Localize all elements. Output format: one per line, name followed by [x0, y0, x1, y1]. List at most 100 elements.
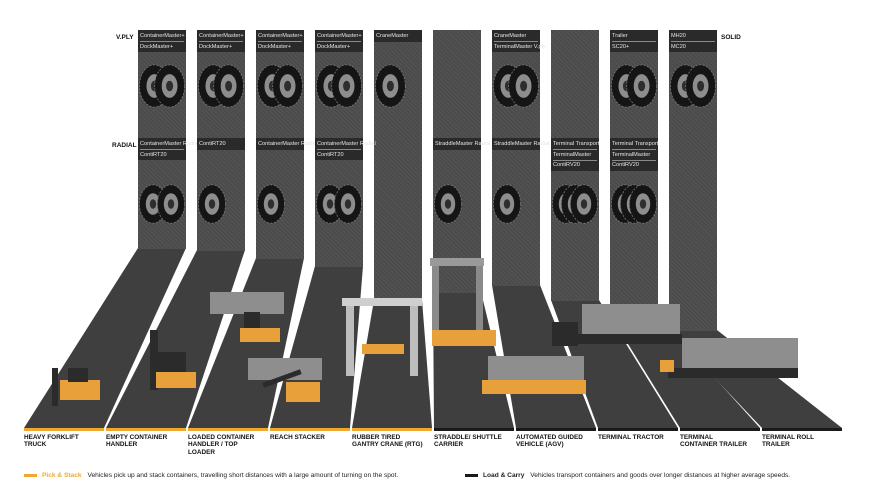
tire-label-bg [551, 138, 599, 171]
label-separator [671, 41, 715, 43]
rtg-spreader [362, 344, 404, 354]
tire-product-name: CraneMaster [376, 33, 409, 39]
row-label-vply: V.PLY [116, 34, 134, 41]
tire-label-bg [197, 138, 245, 150]
label-separator [612, 41, 656, 43]
sc-top [430, 258, 484, 266]
trailer-container [682, 338, 798, 370]
tire-label-radial-col-7: StraddleMaster Radial [494, 141, 550, 148]
tire-product-name: ContainerMaster Radial [258, 141, 317, 147]
vply-tire-icon [375, 64, 406, 108]
vehicle-label-1: HEAVY FORKLIFT TRUCK [24, 434, 79, 449]
tire-label-vply-col-3: ContainerMaster+ DockMaster+ [258, 33, 303, 50]
vply-tire-icon [670, 64, 716, 108]
legend-load-text: Vehicles transport containers and goods … [530, 472, 791, 479]
tire-product-name: TerminalMaster V.ply [494, 43, 546, 50]
tire-label-vply-col-4: ContainerMaster+ DockMaster+ [317, 33, 362, 50]
tire-product-name: ContainerMaster+ [258, 33, 303, 39]
sc-leg-left [432, 266, 439, 334]
row-label-radial: RADIAL [112, 142, 137, 149]
label-separator [317, 149, 361, 151]
radial-tire-icon [493, 184, 521, 224]
label-separator [612, 149, 656, 151]
tire-label-radial-col-2: ContiRT20 [199, 141, 243, 148]
vply-tire-icon [257, 64, 303, 108]
label-separator [553, 159, 597, 161]
tire-product-name: ContainerMaster+ [140, 33, 185, 39]
vehicle-label-8: TERMINAL TRACTOR [598, 434, 664, 441]
tire-product-name: SC20+ [612, 43, 630, 50]
legend-load-swatch [465, 473, 478, 477]
ech-body [156, 372, 196, 388]
label-separator [317, 41, 361, 43]
label-separator [140, 149, 184, 151]
lch-container [210, 292, 284, 314]
tire-label-bg [492, 138, 540, 150]
radial-tire-icon [552, 184, 598, 224]
category-bar-7 [516, 428, 596, 431]
tire-product-name: MC20 [671, 43, 686, 50]
vehicle-label-2: EMPTY CONTAINER HANDLER [106, 434, 168, 449]
tire-product-name: ContiRT20 [140, 151, 167, 158]
tire-product-name: CraneMaster [494, 33, 527, 39]
tire-label-bg [374, 30, 422, 42]
tractor-container [582, 304, 680, 334]
vehicle-label-10: TERMINAL ROLL TRAILER [762, 434, 814, 449]
radial-tire-icon [257, 184, 285, 224]
agv-body [482, 380, 586, 394]
agv-container [488, 356, 584, 380]
legend-pick-swatch [24, 473, 37, 477]
label-separator [553, 149, 597, 151]
radial-tire-icon [316, 184, 362, 224]
tire-product-name: Terminal Transport [612, 141, 659, 147]
forklift-body [60, 380, 100, 400]
lane-5 [352, 300, 432, 428]
tire-product-name: ContainerMaster+ [199, 33, 244, 39]
trailer-chassis [668, 368, 798, 378]
tire-product-name: StraddleMaster Radial [435, 141, 491, 147]
vply-tire-icon [493, 64, 539, 108]
vply-tire-icon [139, 64, 185, 108]
category-bar-5 [352, 428, 432, 431]
radial-tire-icon [198, 184, 226, 224]
category-bar-2 [106, 428, 186, 431]
tire-product-name: ContainerMaster Radial [317, 141, 376, 147]
tire-product-name: TerminalMaster [553, 151, 592, 158]
rs-body [286, 382, 320, 402]
tire-label-radial-col-6: StraddleMaster Radial [435, 141, 491, 148]
tire-product-name: DockMaster+ [258, 43, 292, 50]
tire-label-radial-col-3: ContainerMaster Radial [258, 141, 317, 148]
rtg-top-beam [342, 298, 422, 306]
tire-product-name: ContiRV20 [612, 162, 639, 169]
lch-body [240, 328, 280, 342]
tire-label-bg [256, 138, 304, 150]
vply-tire-icon [198, 64, 244, 108]
tire-product-name: ContiRV20 [553, 162, 580, 169]
radial-tire-icon [434, 184, 462, 224]
tire-product-name: DockMaster+ [317, 43, 351, 50]
tire-product-name: StraddleMaster Radial [494, 141, 550, 147]
label-separator [199, 41, 243, 43]
sc-leg-right [476, 266, 483, 334]
rtg-right-leg [410, 306, 418, 376]
tire-product-name: MH20 [671, 33, 686, 39]
legend-load-carry: Load & Carry Vehicles transport containe… [465, 472, 790, 479]
tire-product-name: ContainerMaster Radial [140, 141, 199, 147]
vehicle-label-4: REACH STACKER [270, 434, 325, 441]
vehicle-label-9: TERMINAL CONTAINER TRAILER [680, 434, 747, 449]
tire-product-name: ContainerMaster+ [317, 33, 362, 39]
tire-product-name: Terminal Transport [553, 141, 600, 147]
category-bar-8 [598, 428, 678, 431]
category-bar-6 [434, 428, 514, 431]
tire-label-bg [610, 138, 658, 171]
trailer-mule [660, 360, 674, 372]
tire-label-vply-col-2: ContainerMaster+DockMaster+ [199, 33, 244, 50]
tire-label-bg [433, 138, 481, 150]
